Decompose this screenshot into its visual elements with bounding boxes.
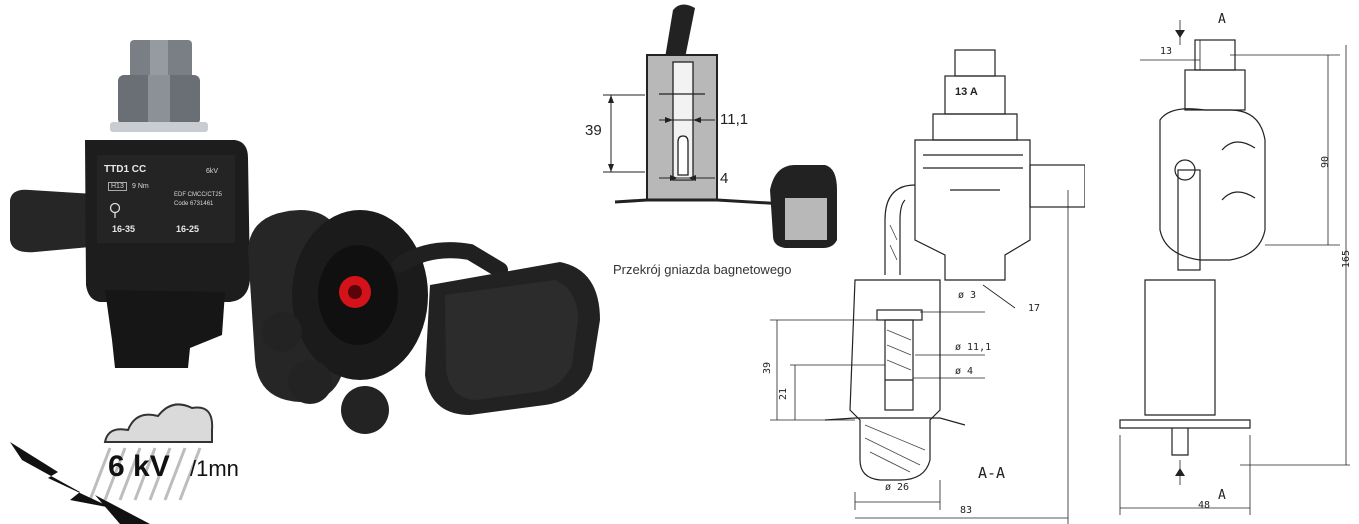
dim-13: 13 (1160, 46, 1173, 57)
lower-jaw (105, 290, 225, 368)
lightning-icon (10, 442, 112, 508)
front-section-drawing (770, 49, 1085, 524)
drawing-nut (954, 49, 996, 77)
range-main: 16-35 (112, 224, 136, 234)
arrow-bottom-icon (1175, 468, 1185, 476)
h-mark: H13 (108, 182, 127, 191)
dim-d4: ø 4 (955, 366, 974, 377)
rain-icon (88, 447, 202, 501)
dim-21: 21 (778, 388, 789, 401)
section-dim-hole: 11,1 (720, 111, 749, 128)
kv-mark: 6kV (206, 168, 219, 175)
side-view-drawing (1119, 20, 1350, 515)
dim-39: 39 (762, 362, 773, 375)
dim-165: 165 (1341, 250, 1352, 269)
side-arrow-bottom-label: A (1218, 488, 1226, 503)
cloud-icon (103, 403, 214, 443)
connector-photo (10, 40, 600, 434)
cable (665, 4, 695, 59)
torque-label: 9 Nm (132, 183, 149, 190)
side-nut (1194, 39, 1236, 71)
range-tap: 16-25 (176, 224, 200, 234)
dim-d11: ø 11,1 (955, 342, 992, 353)
test-badge-graphic (10, 403, 214, 524)
socket-section-sketch (603, 4, 837, 248)
section-dim-height: 39 (585, 122, 602, 139)
section-dim-pin: 4 (720, 170, 729, 187)
tab-1 (262, 312, 302, 352)
standard-label: EDF CMCC/CT25 (174, 192, 223, 198)
section-a-a-label: A-A (978, 464, 1006, 482)
model-label: TTD1 CC (104, 164, 147, 175)
dim-48: 48 (1198, 500, 1211, 511)
arrow-top-icon (1175, 30, 1185, 38)
tab-2 (288, 360, 332, 404)
nut-label: 13 A (955, 86, 978, 98)
code-label: Code 6731461 (174, 201, 214, 207)
washer (110, 122, 208, 132)
test-voltage: 6 kV (108, 450, 170, 483)
dim-17: 17 (1028, 303, 1041, 314)
dim-d3: ø 3 (958, 290, 977, 301)
dim-83: 83 (960, 505, 973, 516)
dim-90: 90 (1320, 156, 1331, 169)
earth-icon (109, 202, 121, 218)
test-duration: /1mn (190, 456, 239, 481)
tab-3 (341, 386, 389, 434)
section-caption: Przekrój gniazda bagnetowego (613, 262, 792, 277)
dim-d26: ø 26 (885, 482, 910, 493)
side-arrow-top-label: A (1218, 12, 1226, 27)
